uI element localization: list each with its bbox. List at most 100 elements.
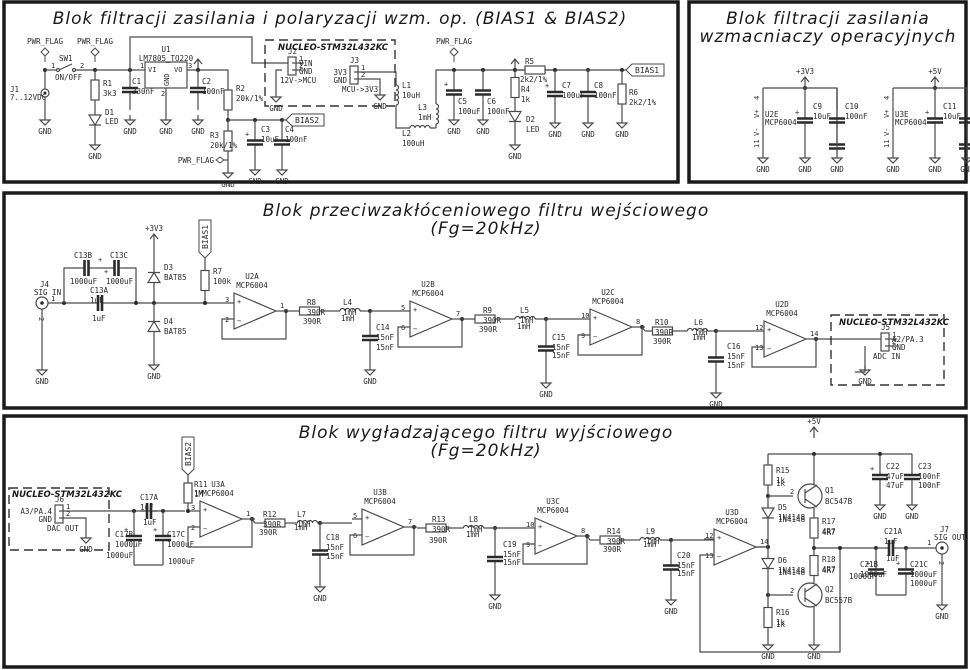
capacitor-icon <box>887 540 895 556</box>
resistor-icon <box>510 76 520 99</box>
gnd-label: GND <box>221 180 235 189</box>
opamp-plus: + <box>538 523 542 531</box>
r15-value: 1k <box>776 479 786 488</box>
value-label: 15nF <box>552 343 571 352</box>
opamp-value: MCP6004 <box>412 289 444 298</box>
plus-sign: + <box>124 526 128 534</box>
gnd-label: GND <box>581 130 595 139</box>
pin-number: 2 <box>80 62 84 70</box>
ground-icon <box>830 153 844 164</box>
gnd-label: GND <box>79 545 93 554</box>
c17b-value: 1000uF <box>106 551 134 560</box>
net-label-bias2 <box>181 436 195 476</box>
value-label: 15nF <box>503 550 522 559</box>
c13c-value: 1000uF <box>106 277 134 286</box>
r5-ref: R5 <box>525 57 534 66</box>
gnd-label: GND <box>928 165 942 174</box>
opamp-vplus: V+ <box>883 110 891 118</box>
schottky-diode-icon <box>146 271 162 284</box>
pin-number: 1 <box>66 503 70 511</box>
coax-value: SIG OUT <box>934 533 966 542</box>
opamp-minus: − <box>767 345 771 353</box>
gnd-label: GND <box>275 177 289 186</box>
net-label-bias2 <box>285 113 325 127</box>
ref-label: L1 <box>402 81 411 90</box>
pin-name: GND <box>38 515 52 524</box>
frame-input-filter-block <box>2 191 968 410</box>
opamp-minus: − <box>413 325 417 333</box>
gnd-label: GND <box>664 607 678 616</box>
opamp-plus: + <box>365 514 369 522</box>
ground-icon <box>147 360 161 371</box>
ref-label: R2 <box>236 84 245 93</box>
ref-label: C14 <box>376 323 390 332</box>
opamp-plus: + <box>203 506 207 514</box>
ref-label: C6 <box>487 97 497 106</box>
net-label-bias1 <box>625 63 665 77</box>
nucleo-label: NUCLEO-STM32L432KC <box>839 318 950 328</box>
c21a-value: 1uF <box>886 554 900 563</box>
ref-label: L8 <box>469 515 479 524</box>
plus-sign: + <box>795 109 799 117</box>
opamp-vminus: V- <box>753 128 761 136</box>
wire <box>187 519 253 548</box>
value-label: 1mH <box>520 316 534 325</box>
gnd-label: GND <box>873 512 887 521</box>
opamp-ref: U3D <box>725 508 739 517</box>
pin-number: 2 <box>790 587 794 595</box>
ref-label: C1 <box>132 77 141 86</box>
dc-jack-pin <box>43 91 47 95</box>
inductor-icon <box>686 327 709 332</box>
gnd-label: GND <box>191 127 205 136</box>
opamp-ref: U2B <box>421 280 435 289</box>
connector-ref: J3 <box>350 56 359 65</box>
pin-number: 4 <box>883 96 891 100</box>
value-label: 100uF <box>458 107 481 116</box>
transistor-ref: Q2 <box>825 585 834 594</box>
ground-icon <box>275 165 289 176</box>
c15-value: 15nF <box>552 351 571 360</box>
capacitor-icon <box>83 260 90 276</box>
ref-label: C16 <box>727 342 741 351</box>
connector-ref: J2 <box>288 47 297 56</box>
ground-icon <box>548 118 562 129</box>
value-label: 15nF <box>727 352 746 361</box>
ground-icon <box>858 365 872 376</box>
wire <box>63 267 78 303</box>
value-label: 100nF <box>285 135 308 144</box>
nucleo-label: NUCLEO-STM32L432KC <box>278 43 389 53</box>
plus-sign: + <box>866 560 870 568</box>
transistor-value: BC557B <box>825 596 853 605</box>
ref-label: C17A <box>140 493 159 502</box>
ref-label: L5 <box>520 306 529 315</box>
opamp-vplus: V+ <box>753 110 761 118</box>
capacitor-icon <box>274 139 290 146</box>
r11-value: 1M <box>194 489 204 498</box>
r17-value: 4R7 <box>822 528 836 537</box>
ground-icon <box>313 582 327 593</box>
ref-label: C21C <box>910 560 928 569</box>
value-label: 1k <box>776 476 786 485</box>
polarized-capacitor-icon <box>155 534 171 542</box>
pin-number: 3 <box>191 504 195 512</box>
pin-number: 13 <box>755 344 763 352</box>
ground-icon <box>447 115 461 126</box>
pin-number: 11 <box>883 140 891 148</box>
opamp-value: MCP6004 <box>765 118 797 127</box>
pin-number: 11 <box>753 140 761 148</box>
ref-label: C19 <box>503 540 517 549</box>
resistor-icon <box>651 326 674 336</box>
ground-icon <box>928 153 942 164</box>
inductor-icon <box>514 315 536 320</box>
ground-icon <box>221 168 235 179</box>
wire <box>397 319 463 348</box>
ref-label: R12 <box>263 510 277 519</box>
j1-value: 7..12VDC <box>10 93 46 102</box>
ref-label: R6 <box>629 88 639 97</box>
gnd-label: GND <box>858 377 872 386</box>
pin-number: 10 <box>526 521 534 529</box>
nucleo-board-outline <box>8 487 110 551</box>
plus-sign: + <box>444 81 448 89</box>
value-label: 1000uF <box>167 540 195 549</box>
ref-label: C17C <box>167 530 185 539</box>
